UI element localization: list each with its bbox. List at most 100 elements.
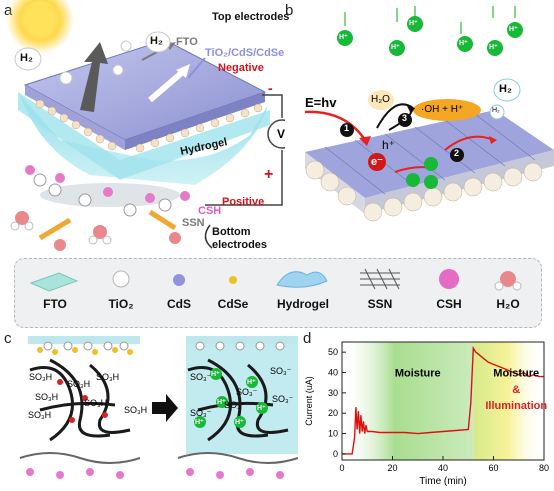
- illumination-annotation: Illumination: [485, 400, 547, 412]
- left-ssn: [19, 452, 141, 464]
- hydrogel-block: [20, 95, 268, 185]
- transition-arrow: [152, 394, 178, 422]
- ampersand-annotation: &: [512, 384, 520, 396]
- voltmeter-label: V: [277, 127, 286, 141]
- proton-label-c-5: H⁺: [235, 419, 244, 426]
- legend-panel: FTO TiO₂ CdS CdSe Hydrogel SSN CSH H₂O: [14, 258, 542, 328]
- electron-icon: [368, 153, 386, 171]
- h2-bubble-small: [489, 104, 505, 120]
- right-protons: [194, 368, 268, 428]
- voltmeter-icon: [267, 119, 285, 149]
- h2-label-1: H₂: [20, 52, 33, 64]
- step-2-label: 2: [454, 148, 460, 158]
- y-axis-label: Current (uA): [304, 376, 314, 426]
- csh-particles: [25, 165, 190, 203]
- legend-label-ssn: SSN: [367, 297, 393, 311]
- so3h-label-5: SO₃H: [84, 398, 108, 408]
- energy-label: E=hv: [305, 95, 337, 110]
- y-tick-label-5: 50: [328, 347, 338, 357]
- step-2-marker: [450, 148, 464, 162]
- so3-minus-label-4: SO₃⁻: [272, 394, 294, 404]
- legend-label-tio2: TiO₂: [108, 297, 134, 311]
- step-3-label: 3: [402, 113, 408, 123]
- proton-label-c-4: H⁺: [257, 405, 266, 412]
- legend-label-hydrogel: Hydrogel: [276, 297, 329, 311]
- so3h-label-7: SO₃H: [28, 410, 52, 420]
- legend-ssn-swatch: [360, 268, 400, 290]
- legend-hydrogel-swatch: [276, 271, 328, 288]
- water-molecules: [10, 211, 181, 251]
- so3h-label-1: SO₃H: [29, 372, 53, 382]
- proton-label-c-6: H⁺: [195, 419, 204, 426]
- illumination-region: [473, 342, 544, 460]
- electron-label: e⁻: [371, 156, 383, 168]
- bottom-electrodes-label: Bottom electrodes: [212, 226, 268, 251]
- tio2-layer: [35, 99, 263, 153]
- y-tick-label-4: 40: [328, 368, 338, 378]
- proton-label-3: H⁺: [409, 20, 418, 27]
- so3-minus-label-2: SO₃⁻: [270, 366, 292, 376]
- x-tick-label-1: 20: [387, 463, 397, 473]
- x-tick-label-0: 0: [339, 463, 344, 473]
- y-tick-label-0: 0: [333, 449, 338, 459]
- legend-tio2-swatch: [112, 270, 130, 288]
- fto-spheres: [305, 160, 543, 222]
- so3h-label-4: SO₃H: [35, 392, 59, 402]
- panel-label-b: b: [285, 2, 294, 19]
- panel-label-c: c: [4, 330, 12, 347]
- so3-minus-label-1: SO₃⁻: [190, 372, 212, 382]
- legend-cds-swatch: [173, 274, 185, 286]
- photocatalyst-surface: [305, 110, 554, 198]
- proton-label-c-1: H⁺: [211, 371, 220, 378]
- proton-label-4: H⁺: [459, 40, 468, 47]
- series-line-0: [342, 345, 544, 455]
- reduction-arrow: [444, 135, 494, 151]
- legend-csh-swatch: [439, 269, 459, 289]
- fto-label: FTO: [176, 36, 198, 48]
- panel-b-illustration: [304, 6, 554, 222]
- h2-label-2: H₂: [150, 35, 163, 47]
- moisture-annotation: Moisture: [395, 368, 441, 380]
- step-3-marker: [398, 113, 412, 127]
- h2-bubbles: [14, 31, 171, 85]
- left-top-electrode: [28, 336, 140, 344]
- csh-label: CSH: [198, 205, 222, 217]
- legend-h2o-swatch: [494, 271, 522, 291]
- proton-label-c-2: H⁺: [247, 379, 256, 386]
- legend-cdse-swatch: [229, 276, 237, 284]
- panel-c-illustration: [19, 336, 299, 479]
- proton-label-c-3: H⁺: [217, 399, 226, 406]
- oh-h-label: ·OH + H⁺: [421, 104, 464, 115]
- proton-label-5: H⁺: [489, 44, 498, 51]
- y-tick-label-1: 10: [328, 429, 338, 439]
- positive-label: Positive: [222, 196, 265, 208]
- plus-sign: +: [264, 166, 274, 183]
- photon-arrow: [304, 110, 367, 141]
- moisture-illum-annotation: Moisture: [493, 368, 539, 380]
- so3h-label-2: SO₃H: [67, 379, 91, 389]
- hole-label: h⁺: [382, 138, 396, 152]
- so3-minus-label-5: SO₃⁻: [190, 408, 212, 418]
- legend-label-fto: FTO: [43, 297, 67, 311]
- so3h-label-3: SO₃H: [96, 372, 120, 382]
- legend-label-cdse: CdSe: [217, 297, 249, 311]
- so3h-label-6: SO₃H: [124, 405, 148, 415]
- right-ssn: [177, 452, 299, 464]
- minus-sign: -: [268, 80, 273, 96]
- y-tick-label-3: 30: [328, 388, 338, 398]
- falling-protons: [337, 6, 523, 56]
- h2o-oval: [368, 90, 394, 110]
- oxidation-arrow: [376, 103, 414, 129]
- x-axis-label: Time (min): [419, 476, 466, 487]
- moisture-region: [342, 342, 474, 460]
- moisture-arrow-right: [148, 209, 177, 231]
- x-tick-label-4: 80: [539, 463, 549, 473]
- proton-label-6: H⁺: [509, 26, 518, 33]
- tio2-cds-cdse-label: TiO₂/CdS/CdSe: [205, 47, 285, 59]
- left-polymer-network: [29, 358, 131, 442]
- legend-label-cds: CdS: [167, 297, 191, 311]
- oh-h-oval: [413, 99, 481, 121]
- legend-label-csh: CSH: [436, 297, 462, 311]
- negative-label: Negative: [218, 62, 264, 74]
